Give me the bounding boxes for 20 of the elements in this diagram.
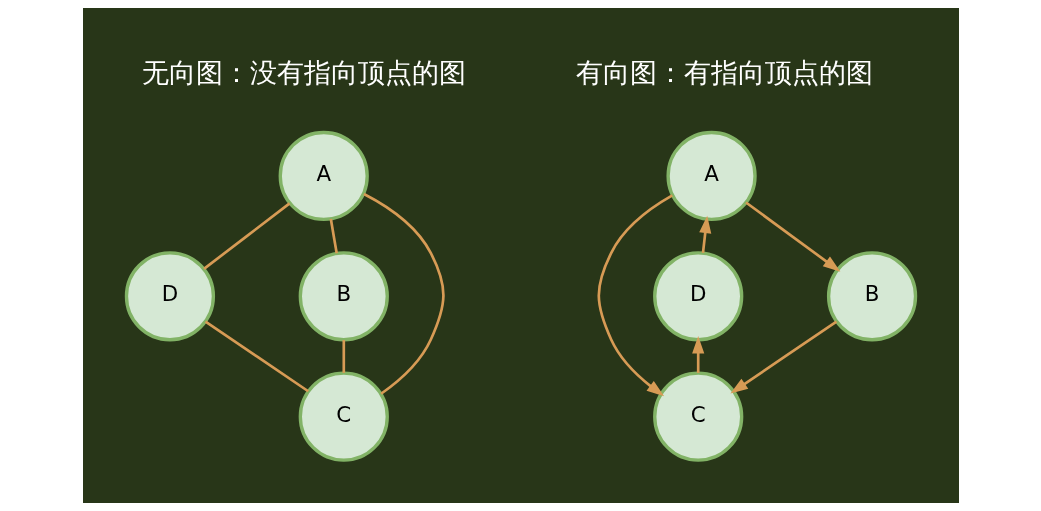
arrow <box>744 201 840 272</box>
arrow <box>698 215 711 254</box>
connector <box>204 320 309 393</box>
node-circle: C <box>298 371 389 462</box>
label: 有向图：有指向顶点的图 <box>575 56 873 88</box>
node-circle: A <box>278 130 369 222</box>
connector <box>202 202 290 270</box>
arrow <box>729 320 837 394</box>
node-circle: B <box>826 251 917 342</box>
connector <box>341 340 345 373</box>
connector <box>329 218 338 254</box>
node-circle: A <box>665 130 757 222</box>
label: 无向图：没有指向顶点的图 <box>141 56 466 88</box>
node-circle: B <box>298 251 389 342</box>
node-circle: D <box>652 251 743 342</box>
arrow <box>691 336 704 373</box>
arrow <box>597 194 673 397</box>
node-circle: C <box>652 371 743 462</box>
connector <box>362 192 445 395</box>
node-circle: D <box>124 251 215 342</box>
